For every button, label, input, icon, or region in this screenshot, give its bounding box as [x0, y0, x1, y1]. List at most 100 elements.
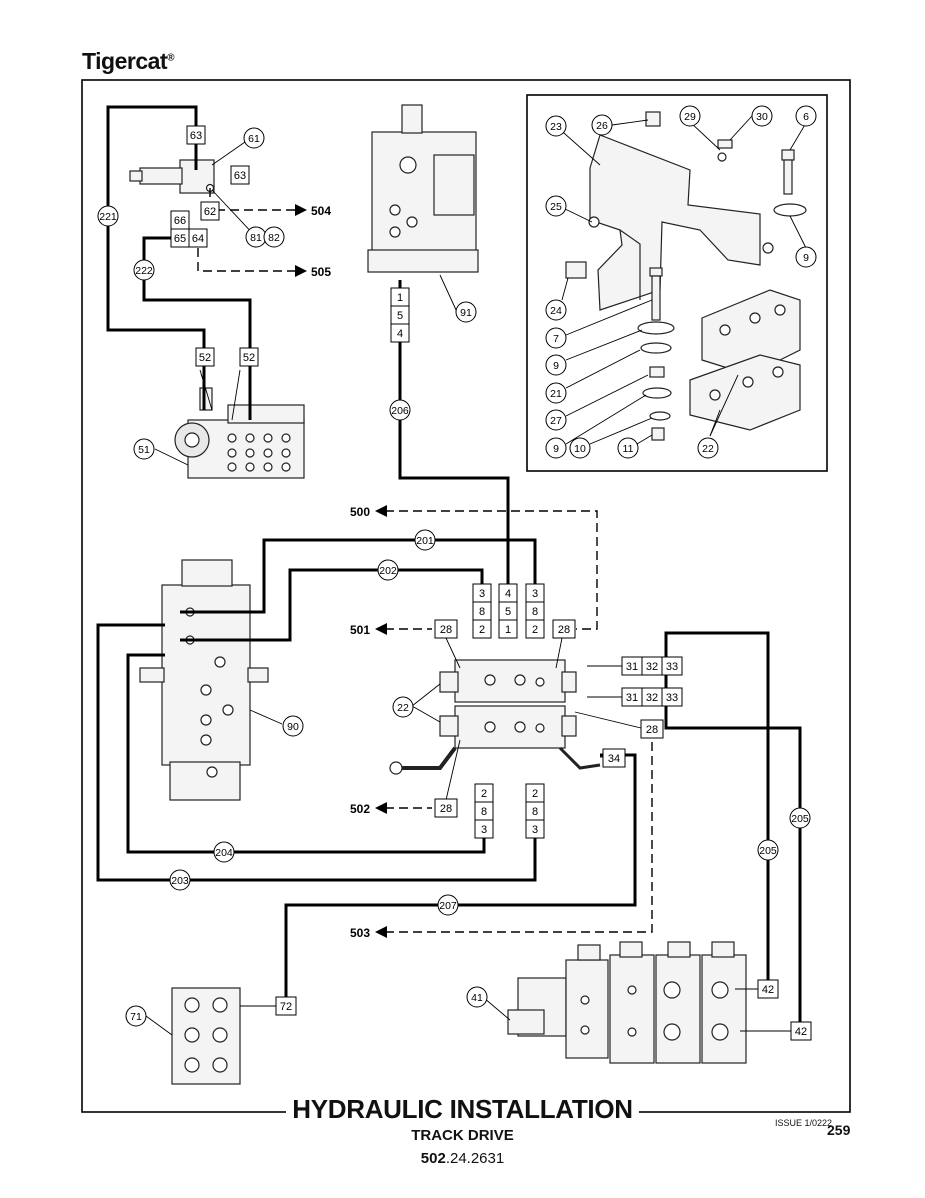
arrowhead-503 [375, 926, 387, 938]
dash-503 [385, 738, 653, 933]
svg-text:7: 7 [553, 333, 559, 345]
box-66: 66 [170, 210, 190, 230]
svg-text:30: 30 [756, 111, 768, 123]
callout-30: 30 [751, 105, 773, 127]
arrow-label-504: 504 [311, 204, 331, 218]
box-c3-2: 2 [525, 619, 545, 639]
hose-203-callout: 203 [169, 869, 191, 891]
box-42-a: 42 [757, 979, 779, 999]
box-32-b: 32 [641, 687, 663, 707]
svg-text:26: 26 [596, 120, 608, 132]
callout-7: 7 [545, 327, 567, 349]
svg-text:4: 4 [505, 588, 511, 600]
box-c3-3: 3 [525, 583, 545, 603]
svg-text:201: 201 [416, 535, 434, 547]
valve-61-drawing [129, 159, 215, 194]
box-32-a: 32 [641, 656, 663, 676]
callout-81: 81 [245, 226, 267, 248]
part-number: 502.24.2631 [0, 1150, 925, 1167]
svg-text:31: 31 [626, 661, 638, 673]
callout-9-c: 9 [545, 437, 567, 459]
arrow-label-503: 503 [350, 926, 370, 940]
hose-204-callout: 204 [213, 841, 235, 863]
svg-text:63: 63 [190, 130, 202, 142]
callout-22-detail: 22 [697, 437, 719, 459]
hose-205-a-callout: 205 [757, 839, 779, 861]
svg-text:24: 24 [550, 305, 562, 317]
hose-204-line [126, 653, 486, 854]
callout-10: 10 [569, 437, 591, 459]
svg-text:9: 9 [553, 443, 559, 455]
svg-text:34: 34 [608, 753, 620, 765]
svg-text:28: 28 [558, 624, 570, 636]
svg-text:8: 8 [532, 606, 538, 618]
box-33-a: 33 [661, 656, 683, 676]
svg-text:1: 1 [505, 624, 511, 636]
svg-text:21: 21 [550, 388, 562, 400]
callout-91: 91 [455, 301, 477, 323]
box-l1-8: 8 [474, 801, 494, 821]
box-63-a: 63 [186, 125, 206, 145]
svg-text:66: 66 [174, 215, 186, 227]
svg-text:62: 62 [204, 206, 216, 218]
box-l1-3: 3 [474, 819, 494, 839]
svg-text:29: 29 [684, 111, 696, 123]
dash-504 [209, 188, 295, 211]
callout-71: 71 [125, 1005, 147, 1027]
bracket-23-drawing [589, 134, 774, 311]
svg-text:32: 32 [646, 692, 658, 704]
svg-text:8: 8 [532, 806, 538, 818]
box-c2-4: 4 [498, 583, 518, 603]
hose-202-callout: 202 [377, 559, 399, 581]
svg-text:9: 9 [803, 252, 809, 264]
svg-text:31: 31 [626, 692, 638, 704]
hose-205-a-line [664, 631, 770, 980]
svg-text:4: 4 [397, 328, 403, 340]
callout-26: 26 [591, 114, 613, 136]
callout-82: 82 [263, 226, 285, 248]
box-p-4: 4 [390, 323, 410, 343]
hose-221-callout: 221 [97, 205, 119, 227]
arrow-label-505: 505 [311, 265, 331, 279]
box-28-a: 28 [434, 619, 458, 639]
svg-text:203: 203 [171, 875, 189, 887]
hose-202-line [180, 568, 484, 642]
arrowhead-504 [295, 204, 307, 216]
swivel-90-drawing [139, 559, 269, 801]
arrowhead-500 [375, 505, 387, 517]
hose-207-callout: 207 [437, 894, 459, 916]
arrow-label-500: 500 [350, 505, 370, 519]
box-52-a: 52 [195, 347, 215, 367]
hose-222-line [142, 236, 252, 420]
svg-text:52: 52 [199, 352, 211, 364]
hose-221-line [106, 105, 206, 410]
svg-text:41: 41 [471, 992, 483, 1004]
svg-text:206: 206 [391, 405, 409, 417]
svg-text:81: 81 [250, 232, 262, 244]
callout-41: 41 [466, 986, 488, 1008]
svg-text:27: 27 [550, 415, 562, 427]
box-c1-2: 2 [472, 619, 492, 639]
svg-text:6: 6 [803, 111, 809, 123]
svg-text:22: 22 [397, 702, 409, 714]
box-c1-3: 3 [472, 583, 492, 603]
part-number-suffix: .24.2631 [445, 1150, 505, 1167]
svg-text:8: 8 [479, 606, 485, 618]
svg-text:33: 33 [666, 661, 678, 673]
svg-text:72: 72 [280, 1001, 292, 1013]
svg-text:221: 221 [99, 211, 117, 223]
dash-505 [197, 248, 295, 272]
svg-text:5: 5 [505, 606, 511, 618]
arrowhead-505 [295, 265, 307, 277]
box-l2-3: 3 [525, 819, 545, 839]
callout-24: 24 [545, 299, 567, 321]
box-p-5: 5 [390, 305, 410, 325]
hose-203-line [96, 623, 537, 882]
box-31-b: 31 [621, 687, 643, 707]
box-c2-1: 1 [498, 619, 518, 639]
svg-text:28: 28 [440, 624, 452, 636]
control-valve-22-drawing [389, 659, 601, 775]
svg-text:52: 52 [243, 352, 255, 364]
svg-text:33: 33 [666, 692, 678, 704]
